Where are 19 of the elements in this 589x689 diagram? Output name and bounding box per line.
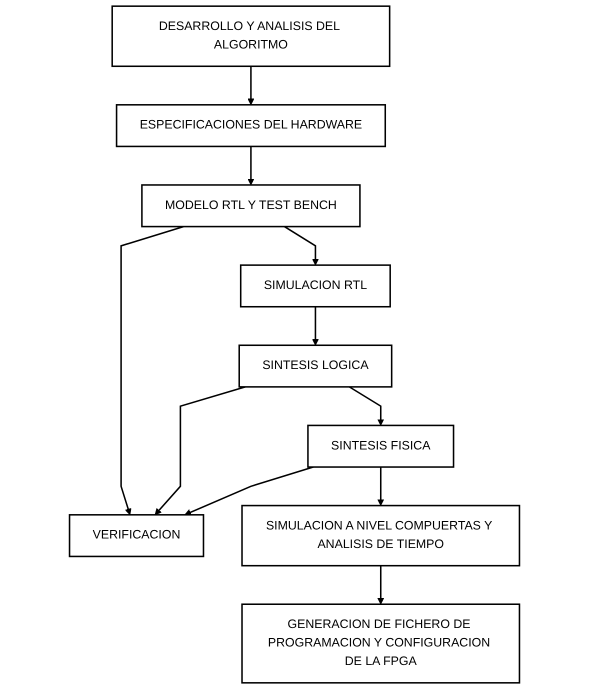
arrow — [377, 467, 384, 506]
node-box: MODELO RTL Y TEST BENCH — [141, 184, 361, 228]
arrow — [184, 466, 314, 516]
arrow — [120, 226, 184, 516]
arrow — [377, 566, 384, 605]
arrow — [348, 386, 384, 426]
node-box: GENERACION DE FICHERO DE PROGRAMACION Y CONFIGURACION DE LA FPGA — [241, 603, 520, 684]
arrow — [284, 226, 319, 266]
arrow — [154, 386, 246, 516]
node-box: DESARROLLO Y ANALISIS DEL ALGORITMO — [111, 5, 390, 68]
arrow — [312, 306, 319, 346]
node-box: SINTESIS FISICA — [307, 424, 454, 468]
node-box: SIMULACION RTL — [240, 264, 391, 308]
arrow — [248, 66, 254, 106]
arrow — [248, 146, 254, 186]
node-box: VERIFICACION — [68, 514, 204, 558]
node-box: SINTESIS LOGICA — [238, 344, 392, 388]
node-box: ESPECIFICACIONES DEL HARDWARE — [116, 104, 386, 148]
node-box: SIMULACION A NIVEL COMPUERTAS Y ANALISIS DE TIEMPO — [241, 504, 520, 566]
